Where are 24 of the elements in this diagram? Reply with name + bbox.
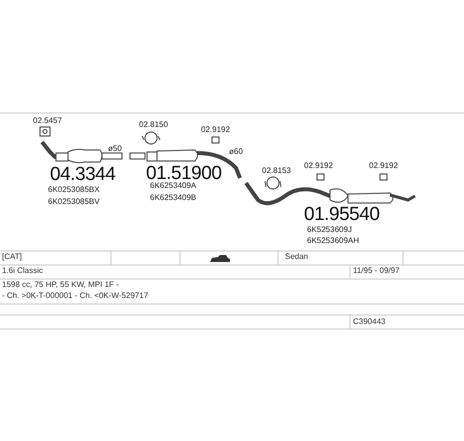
table-text: [CAT] [2, 253, 22, 261]
table-text: 1.6i Classic [2, 267, 43, 275]
oem-number: 6K6253409B [150, 194, 196, 202]
diameter-label: ø60 [229, 148, 243, 156]
part-number: 02.9192 [369, 162, 398, 170]
part-number: 02.8150 [139, 121, 168, 129]
table-text: 11/95 - 09/97 [353, 267, 400, 275]
part-number: 02.8153 [262, 167, 291, 175]
table-text: C390443 [353, 318, 386, 326]
part-number: 02.9192 [201, 126, 230, 134]
oem-number: 6K0253085BV [48, 198, 100, 206]
part-number: 01.51900 [146, 164, 222, 183]
part-number: 04.3344 [50, 165, 116, 184]
diameter-label: ø50 [108, 145, 122, 153]
oem-number: 6K6253409A [150, 182, 196, 190]
table-text: Sedan [285, 253, 308, 261]
part-number: 01.95540 [304, 205, 380, 224]
table-text: - Ch. >0K-T-000001 - Ch. <0K-W-529717 [2, 292, 148, 300]
part-number: 02.5457 [33, 117, 62, 125]
oem-number: 6K5253609J [307, 226, 352, 234]
part-number: 02.9192 [304, 162, 333, 170]
oem-number: 6K5253609AH [307, 237, 360, 245]
table-text: 1598 cc, 75 HP, 55 KW, MPI 1F - [2, 281, 119, 289]
oem-number: 6K0253085BX [48, 186, 100, 194]
